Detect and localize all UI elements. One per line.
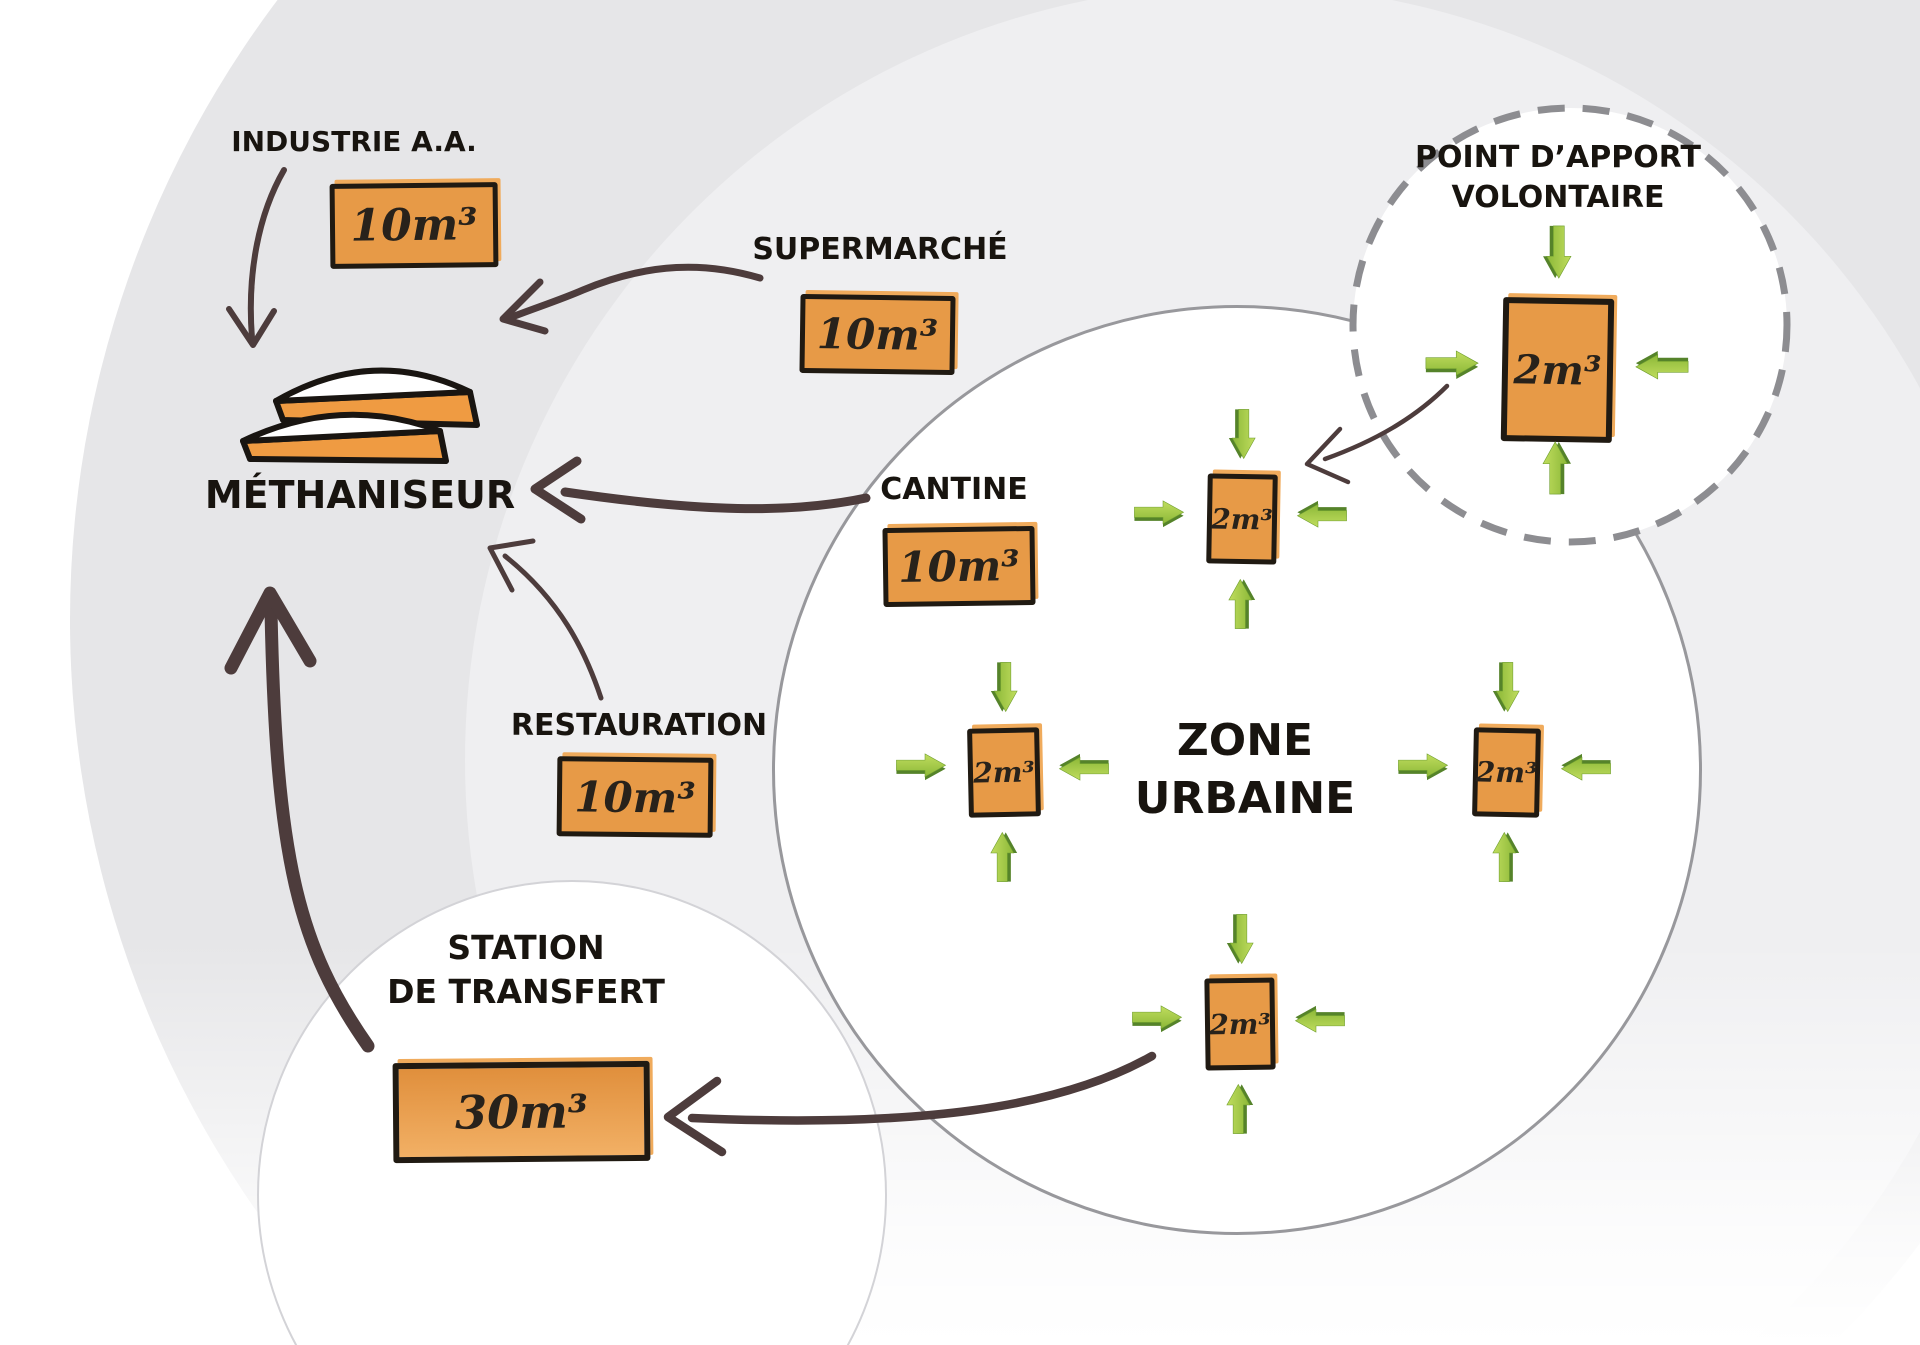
- restauration-volume-box: 10m³: [556, 756, 714, 838]
- zone-bin-left: 2m³: [967, 727, 1041, 818]
- zone-urbaine-label-line1: ZONE: [1176, 715, 1314, 766]
- point-apport-label-line1: POINT D’APPORT: [1415, 140, 1701, 175]
- green-arrow-right-icon: [1422, 348, 1482, 382]
- supermarche-volume-box: 10m³: [799, 293, 956, 376]
- cantine-volume-box: 10m³: [882, 525, 1036, 608]
- green-arrow-left-icon: [1296, 498, 1348, 530]
- industrie-volume-box: 10m³: [329, 182, 499, 269]
- green-arrow-down-icon: [1490, 661, 1522, 713]
- zone-urbaine-label: ZONE URBAINE: [1135, 712, 1355, 828]
- zone-bin-bottom: 2m³: [1204, 977, 1276, 1071]
- green-arrow-up-icon: [1490, 831, 1522, 883]
- green-arrow-down-icon: [1540, 222, 1574, 282]
- green-arrow-up-icon: [1540, 438, 1574, 498]
- point-apport-volume-box: 2m³: [1500, 297, 1615, 443]
- green-arrow-right-icon: [895, 751, 947, 783]
- green-arrow-up-icon: [988, 831, 1020, 883]
- green-arrow-right-icon: [1133, 498, 1185, 530]
- cantine-label: CANTINE: [880, 472, 1028, 507]
- industrie-label: INDUSTRIE A.A.: [231, 125, 477, 158]
- station-label-line2: DE TRANSFERT: [387, 971, 665, 1011]
- green-arrow-left-icon: [1560, 751, 1612, 783]
- point-apport-label-line2: VOLONTAIRE: [1451, 179, 1665, 215]
- point-apport-label: POINT D’APPORT VOLONTAIRE: [1415, 138, 1701, 217]
- green-arrow-down-icon: [988, 661, 1020, 713]
- green-arrow-left-icon: [1058, 751, 1110, 783]
- zone-bin-top: 2m³: [1206, 473, 1278, 565]
- green-arrow-left-icon: [1294, 1003, 1346, 1035]
- green-arrow-down-icon: [1224, 913, 1256, 965]
- green-arrow-right-icon: [1397, 751, 1449, 783]
- green-arrow-up-icon: [1224, 1083, 1256, 1135]
- zone-bin-right: 2m³: [1472, 727, 1541, 818]
- zone-urbaine-label-line2: URBAINE: [1134, 773, 1356, 825]
- methaniseur-label: MÉTHANISEUR: [204, 473, 516, 517]
- station-label-line1: STATION: [447, 928, 605, 967]
- green-arrow-left-icon: [1632, 348, 1692, 382]
- green-arrow-down-icon: [1226, 408, 1258, 460]
- restauration-label: RESTAURATION: [510, 708, 768, 743]
- green-arrow-up-icon: [1226, 578, 1258, 630]
- station-transfert-label: STATION DE TRANSFERT: [387, 926, 665, 1013]
- supermarche-label: SUPERMARCHÉ: [752, 232, 1008, 267]
- station-volume-box: 30m³: [392, 1060, 651, 1164]
- green-arrow-right-icon: [1131, 1003, 1183, 1035]
